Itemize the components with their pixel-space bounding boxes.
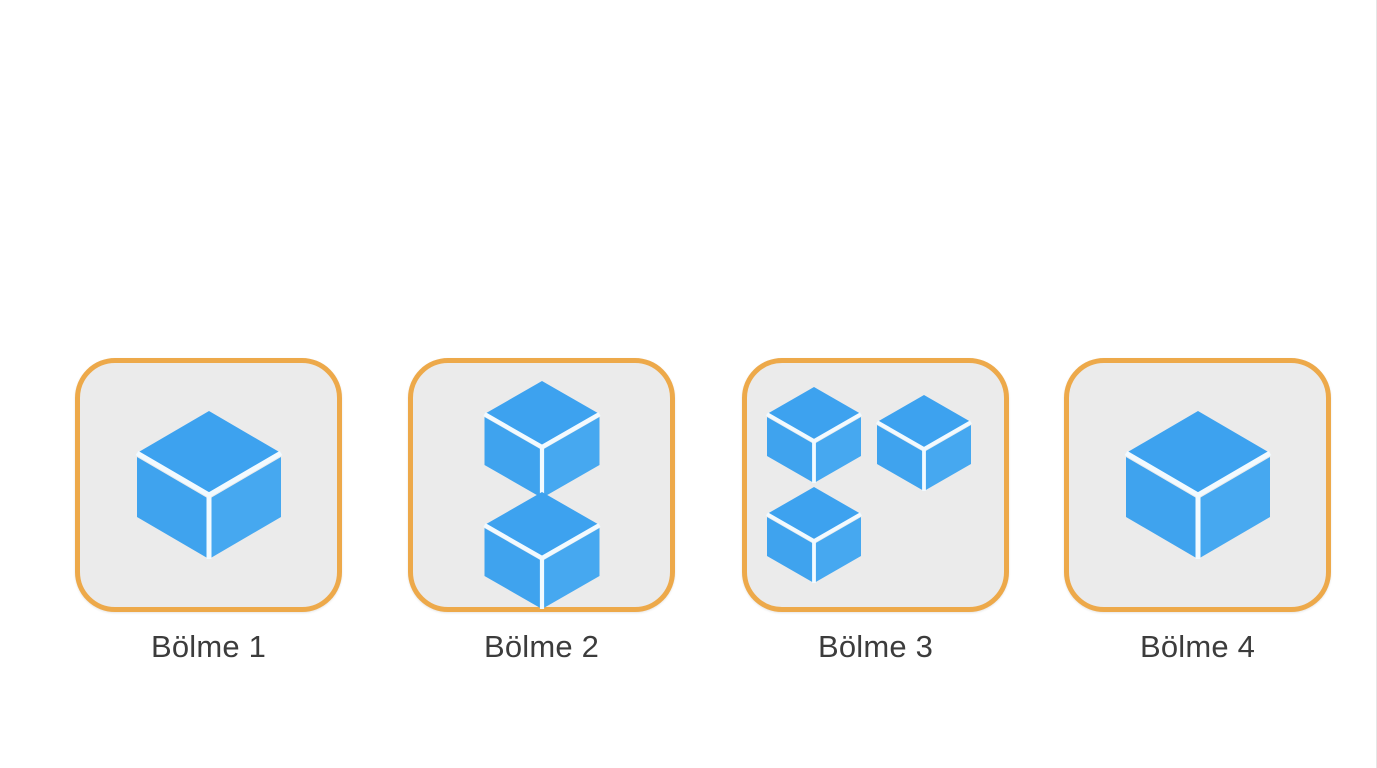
cube-icon	[766, 487, 862, 583]
card-bolme-1[interactable]	[75, 358, 342, 612]
card-bolme-2[interactable]	[408, 358, 675, 612]
card-slot-bolme-2[interactable]: Bölme 2	[403, 358, 680, 666]
cube-icon	[766, 387, 862, 483]
cube-icon	[482, 381, 601, 498]
card-label-bolme-4: Bölme 4	[1139, 629, 1256, 664]
cube-icon	[876, 395, 972, 491]
card-bolme-3[interactable]	[742, 358, 1009, 612]
card-bolme-4[interactable]	[1064, 358, 1331, 612]
cube-area-bolme-2	[413, 363, 670, 609]
card-label-bolme-1: Bölme 1	[150, 629, 267, 664]
cube-area-bolme-4	[1069, 363, 1326, 607]
cube-area-bolme-3	[747, 363, 1004, 607]
cube-icon	[135, 411, 282, 559]
cube-icon	[1124, 411, 1271, 559]
cube-icon	[482, 492, 601, 609]
card-slot-bolme-4[interactable]: Bölme 4	[1059, 358, 1336, 666]
cube-area-bolme-1	[80, 363, 337, 607]
card-slot-bolme-3[interactable]: Bölme 3	[737, 358, 1014, 666]
card-slot-bolme-1[interactable]: Bölme 1	[70, 358, 347, 666]
card-row: Bölme 1	[0, 358, 1377, 698]
card-label-bolme-2: Bölme 2	[483, 629, 600, 664]
card-label-bolme-3: Bölme 3	[817, 629, 934, 664]
